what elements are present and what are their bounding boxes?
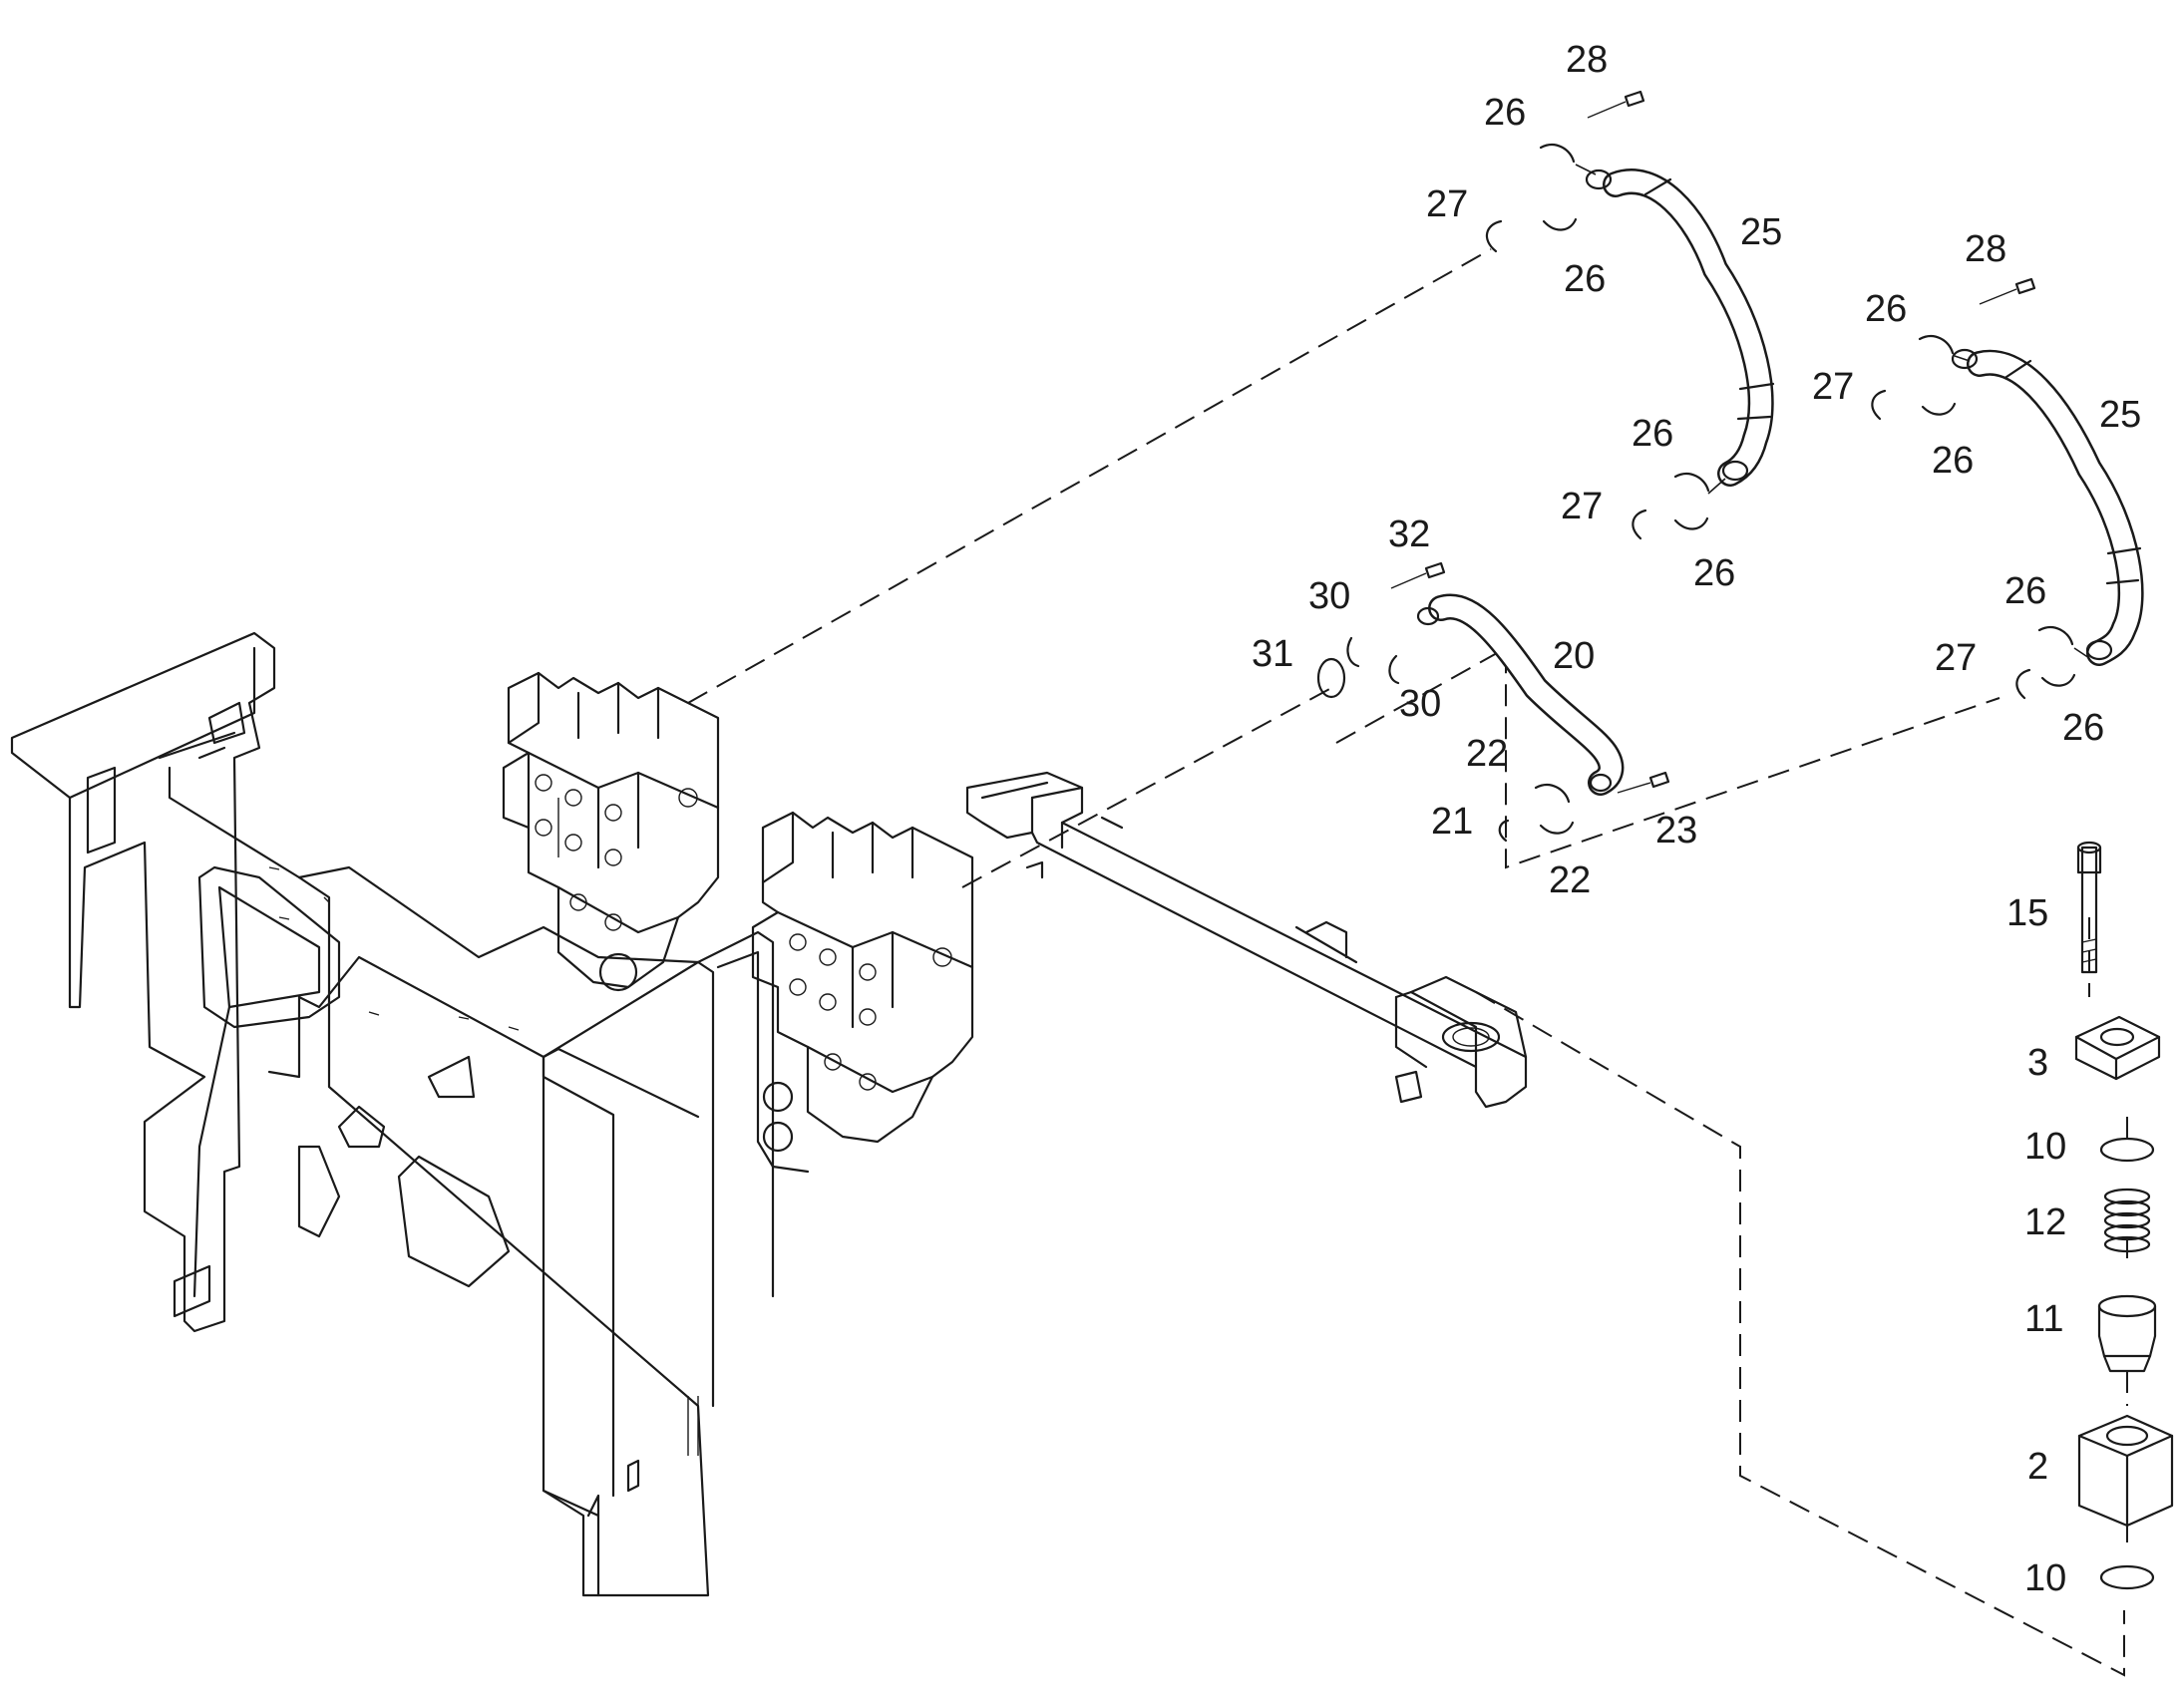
- callout-28: 28: [1566, 39, 1608, 81]
- callout-26: 26: [2004, 570, 2046, 612]
- hose-25-right: [1951, 348, 2144, 666]
- callout-26: 26: [1865, 288, 1907, 330]
- hose-25-upper: [1585, 169, 1775, 487]
- callout-31: 31: [1252, 633, 1293, 675]
- callout-10: 10: [2024, 1126, 2066, 1168]
- callout-11: 11: [2024, 1298, 2063, 1340]
- callout-25: 25: [2099, 394, 2141, 436]
- valve-block-left: [502, 671, 720, 992]
- callout-26: 26: [1693, 552, 1735, 594]
- callout-26: 26: [1564, 258, 1606, 300]
- cartridge-stack: [2074, 841, 2174, 1590]
- callout-26: 26: [1484, 92, 1526, 134]
- callout-27: 27: [1426, 183, 1468, 225]
- callout-labels: 28 26 27 26 25 28 26 27 26 25 26 27 26 3…: [1252, 39, 2141, 1599]
- callout-12: 12: [2024, 1201, 2066, 1243]
- callout-10: 10: [2024, 1557, 2066, 1599]
- callout-15: 15: [2006, 892, 2048, 934]
- callout-30: 30: [1308, 575, 1350, 617]
- callout-32: 32: [1388, 513, 1430, 555]
- callout-26: 26: [1632, 413, 1673, 455]
- callout-20: 20: [1553, 635, 1595, 677]
- callout-22: 22: [1466, 733, 1508, 775]
- callout-27: 27: [1812, 366, 1854, 408]
- callout-26: 26: [1932, 440, 1974, 482]
- cross-beam: [965, 771, 1528, 1109]
- small-parts: [1316, 90, 2090, 843]
- hose-20: [1416, 593, 1625, 796]
- main-frame: [10, 631, 775, 1597]
- callout-3: 3: [2027, 1042, 2048, 1084]
- callout-28: 28: [1965, 228, 2006, 270]
- callout-21: 21: [1431, 801, 1473, 843]
- callout-30: 30: [1399, 683, 1441, 725]
- callout-22: 22: [1549, 859, 1591, 901]
- callout-25: 25: [1740, 211, 1782, 253]
- callout-27: 27: [1935, 637, 1977, 679]
- callout-23: 23: [1655, 810, 1697, 852]
- callout-2: 2: [2027, 1446, 2048, 1488]
- callout-27: 27: [1561, 486, 1603, 527]
- callout-26: 26: [2062, 707, 2104, 749]
- valve-block-right: [716, 811, 974, 1174]
- assembly-dashed-lines: [687, 248, 2128, 1677]
